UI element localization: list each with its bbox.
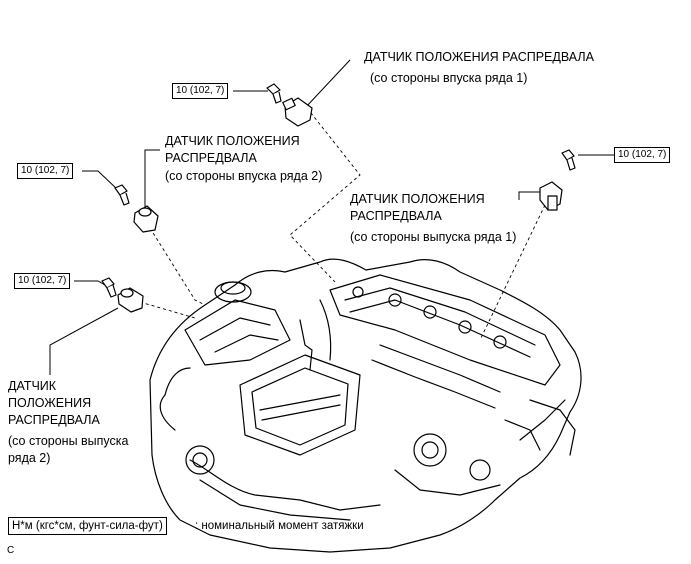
label-sensor-intake-bank1-subtitle: (со стороны впуска ряда 1)	[370, 71, 528, 85]
legend-unit-box: Н*м (кгс*см, фунт-сила-фут)	[8, 517, 167, 535]
figure-code: C	[7, 545, 15, 556]
label-sensor-intake-bank2-title-2: РАСПРЕДВАЛА	[165, 151, 257, 165]
label-sensor-intake-bank2-title-1: ДАТЧИК ПОЛОЖЕНИЯ	[165, 134, 300, 148]
torque-box-intake-bank2: 10 (102, 7)	[17, 163, 74, 179]
label-sensor-exhaust-bank2-subtitle-2: ряда 2)	[8, 451, 51, 465]
legend-description: : номинальный момент затяжки	[195, 520, 364, 532]
label-sensor-intake-bank1-title: ДАТЧИК ПОЛОЖЕНИЯ РАСПРЕДВАЛА	[364, 50, 594, 64]
label-sensor-exhaust-bank2-title-3: РАСПРЕДВАЛА	[8, 413, 100, 427]
label-sensor-exhaust-bank1-title-1: ДАТЧИК ПОЛОЖЕНИЯ	[350, 192, 485, 206]
label-sensor-exhaust-bank1-title-2: РАСПРЕДВАЛА	[350, 209, 442, 223]
label-sensor-intake-bank2-subtitle: (со стороны впуска ряда 2)	[165, 169, 323, 183]
torque-box-exhaust-bank1: 10 (102, 7)	[614, 147, 671, 163]
torque-box-intake-bank1: 10 (102, 7)	[172, 83, 229, 99]
label-sensor-exhaust-bank2-title-1: ДАТЧИК	[8, 379, 57, 393]
label-sensor-exhaust-bank2-subtitle-1: (со стороны выпуска	[8, 434, 129, 448]
label-sensor-exhaust-bank1-subtitle: (со стороны выпуска ряда 1)	[350, 230, 517, 244]
label-sensor-exhaust-bank2-title-2: ПОЛОЖЕНИЯ	[8, 396, 92, 410]
torque-box-exhaust-bank2: 10 (102, 7)	[14, 273, 71, 289]
